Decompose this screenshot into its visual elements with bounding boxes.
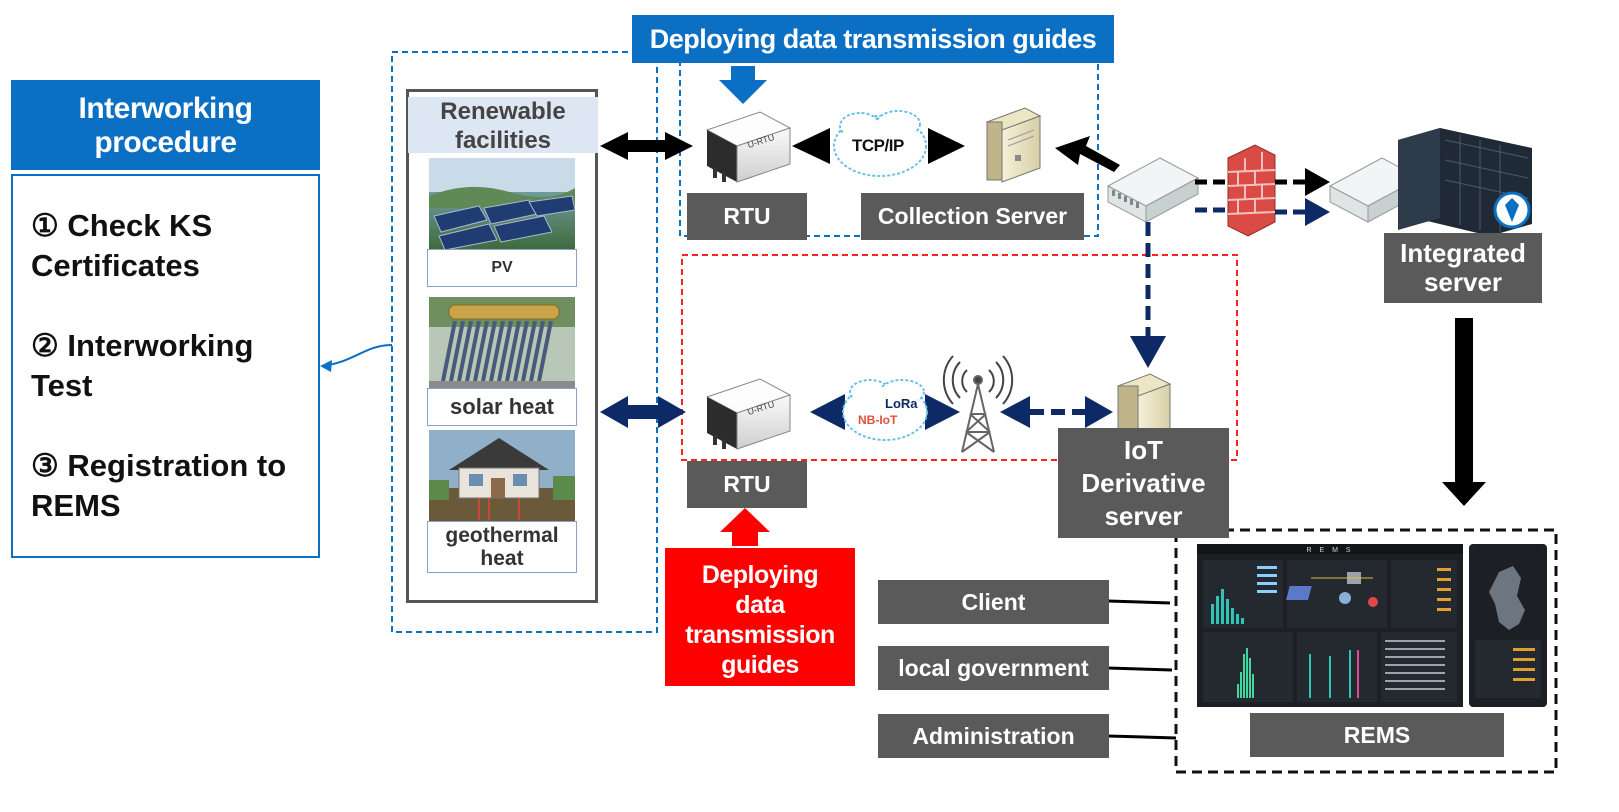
collection-server-icon — [985, 107, 1042, 183]
procedure-header: Interworking procedure — [11, 80, 320, 170]
facility-label-pv: PV — [427, 249, 577, 287]
integrated-server-label: Integrated server — [1384, 233, 1542, 303]
nbiot-label: NB-IoT — [858, 413, 898, 427]
procedure-step: ① Check KS Certificates — [31, 208, 213, 283]
iot-server-label: IoT Derivative server — [1058, 428, 1229, 538]
tcpip-cloud — [833, 110, 927, 177]
rems-dashboard-screenshot: R E M S — [1197, 544, 1463, 707]
lora-label: LoRa — [885, 396, 918, 411]
integrated-server-icon — [1398, 128, 1532, 236]
facilities-header: Renewable facilities — [408, 97, 598, 154]
arrow-facility-rtu-bottom — [600, 396, 686, 428]
top-guide-header: Deploying data transmission guides — [632, 15, 1114, 63]
antenna-tower-icon — [942, 355, 1014, 453]
facility-label-geothermal: geothermal heat — [427, 521, 577, 573]
bottom-guide-header: Deploying data transmission guides — [665, 548, 855, 686]
facilities-group-frame — [391, 51, 658, 633]
rems-label: REMS — [1250, 713, 1504, 757]
rtu-top-label: RTU — [687, 193, 807, 240]
rtu-bottom-label: RTU — [687, 461, 807, 508]
procedure-step: ③ Registration to REMS — [31, 448, 287, 523]
rems-zone-frame — [1174, 528, 1558, 774]
facilities-panel — [406, 89, 598, 603]
procedure-step: ② Interworking Test — [31, 328, 254, 403]
arrow-facility-rtu-top — [600, 132, 693, 160]
rtu-device-icon — [705, 378, 792, 450]
arrow-guide-down — [719, 66, 767, 104]
rtu-device-icon — [705, 111, 792, 183]
rems-screen-title: R E M S — [1306, 547, 1353, 554]
user-administration-label: Administration — [878, 714, 1109, 758]
network-switch-icon — [1106, 157, 1200, 223]
tcpip-label: TCP/IP — [852, 136, 904, 155]
solar-heat-photo — [429, 297, 575, 389]
arrow-guide-up — [720, 508, 770, 546]
user-client-label: Client — [878, 580, 1109, 624]
firewall-icon — [1227, 144, 1276, 237]
pv-photo — [429, 158, 575, 250]
rems-mobile-screenshot — [1469, 544, 1547, 707]
geothermal-photo — [429, 430, 575, 522]
user-local-government-label: local government — [878, 646, 1109, 690]
procedure-box: ① Check KS Certificates ② Interworking T… — [11, 174, 320, 558]
lora-cloud — [842, 379, 928, 441]
firewall-links — [1195, 168, 1330, 226]
facility-label-solar-heat: solar heat — [427, 388, 577, 426]
collection-server-label: Collection Server — [861, 193, 1084, 240]
iot-server-icon — [1116, 373, 1172, 443]
